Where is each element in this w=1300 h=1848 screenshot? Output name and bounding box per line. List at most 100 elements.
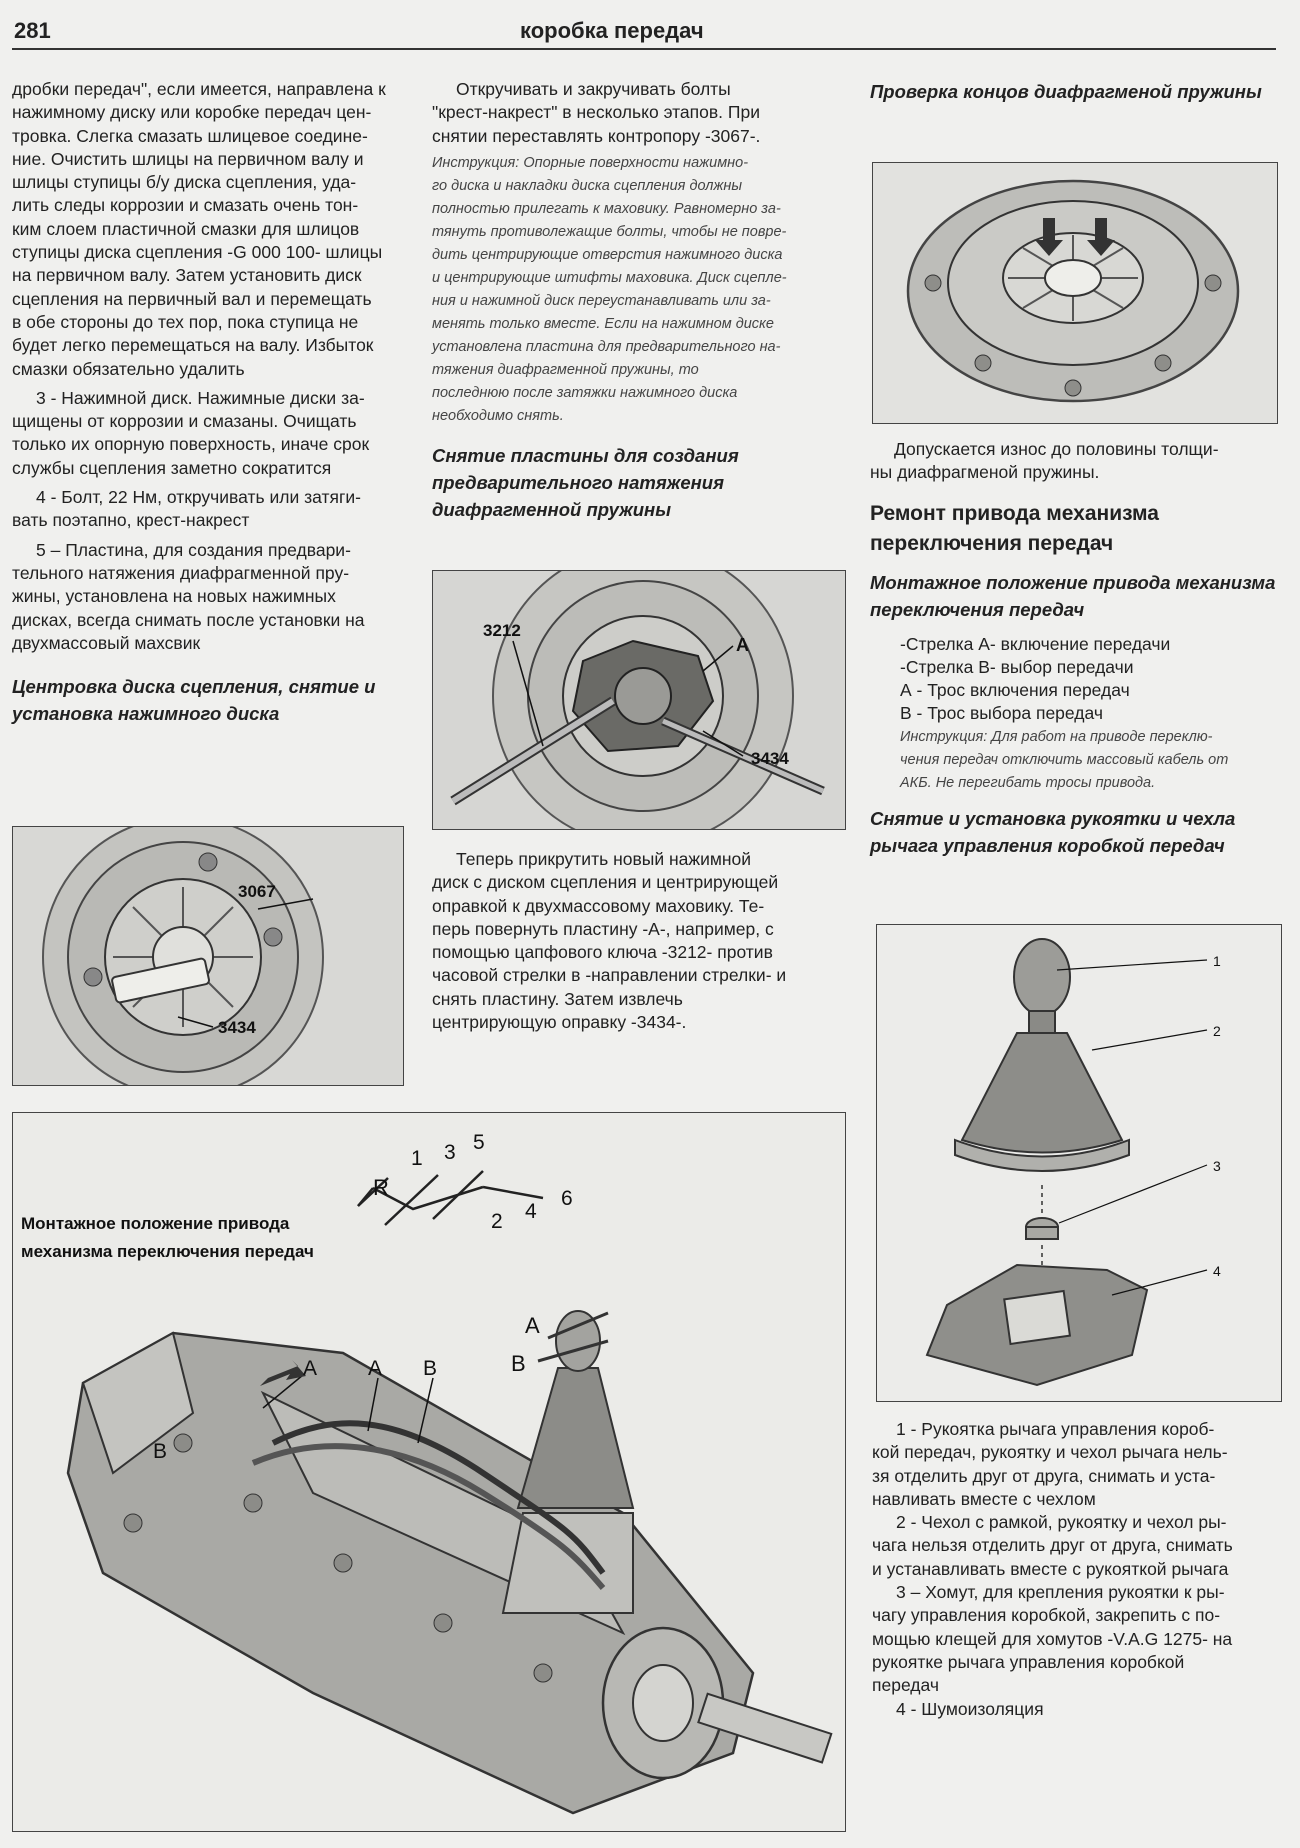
text-line: 4 - Шумоизоляция	[896, 1698, 1044, 1719]
shift-pattern-4: 4	[525, 1200, 537, 1223]
text-line: службы сцепления заметно сократится	[12, 457, 332, 478]
note-line: полностью прилегать к маховику. Равномер…	[432, 200, 781, 217]
page-number: 281	[14, 18, 51, 43]
text-line: жины, установлена на новых нажимных	[12, 586, 336, 607]
note-line: дить центрирующие отверстия нажимного ди…	[432, 246, 783, 263]
section-heading-diaphragm-check: Проверка концов диафрагменой пружины	[870, 81, 1262, 102]
text-line: снятии переставлять контропору -3067-.	[432, 125, 761, 146]
note-line: ния и нажимной диск переустанавливать ил…	[432, 292, 771, 309]
note-line: тяжения диафрагменной пружины, то	[432, 361, 699, 378]
text-line: снять пластину. Затем извлечь	[432, 988, 683, 1009]
legend-item: В - Трос выбора передач	[900, 703, 1103, 724]
part-description: 2 - Чехол с рамкой, рукоятку и чехол ры-…	[872, 1511, 1282, 1581]
arrow-legend-list: -Стрелка А- включение передачи-Стрелка В…	[870, 633, 1282, 726]
arrow-label-b: B	[511, 1351, 526, 1376]
text-line: рукоятке рычага управления коробкой	[872, 1651, 1185, 1672]
column-left: дробки передач", если имеется, направлен…	[12, 78, 402, 737]
text-line: вать поэтапно, крест-накрест	[12, 510, 250, 531]
text-line: дисках, всегда снимать после установки н…	[12, 609, 365, 630]
note-line: Инструкция: Для работ на приводе переклю…	[900, 728, 1213, 745]
part-description: 1 - Рукоятка рычага управления короб-кой…	[872, 1418, 1282, 1511]
tool-label-3212: 3212	[483, 621, 521, 640]
text-line: чага нельзя отделить друг от друга, сним…	[872, 1535, 1233, 1556]
text-line: щищены от коррозии и смазаны. Очищать	[12, 411, 357, 432]
text-line: 3 - Нажимной диск. Нажимные диски за-	[36, 387, 365, 408]
page-header-title: коробка передач	[520, 18, 704, 43]
note-line: менять только вместе. Если на нажимном д…	[432, 315, 774, 332]
note-line: установлена пластина для предварительног…	[432, 338, 781, 355]
section-heading-centering: Центровка диска сцепления, снятие и уста…	[12, 676, 376, 725]
shift-pattern-r: R	[373, 1175, 389, 1200]
shift-pattern-2: 2	[491, 1210, 503, 1233]
text-line: 3 – Хомут, для крепления рукоятки к ры-	[896, 1582, 1225, 1603]
text-line: шлицы ступицы б/у диска сцепления, уда-	[12, 172, 357, 193]
text-line: двухмассовый махсвик	[12, 632, 201, 653]
instruction-note-clutch: Инструкция: Опорные поверхности нажимно-…	[432, 152, 844, 428]
part-label-2: 2	[1213, 1023, 1221, 1039]
text-line: кой передач, рукоятку и чехол рычага нел…	[872, 1442, 1228, 1463]
note-line: чения передач отключить массовый кабель …	[900, 751, 1229, 768]
shift-pattern-1: 1	[411, 1147, 423, 1170]
text-line: тровка. Слегка смазать шлицевое соедине-	[12, 125, 368, 146]
paragraph-bolts: Откручивать и закручивать болты "крест-на…	[432, 78, 844, 148]
paragraph-plate: 5 – Пластина, для создания предвари-тель…	[12, 539, 402, 655]
note-line: тянуть противолежащие болты, чтобы не по…	[432, 223, 787, 240]
shift-pattern-5: 5	[473, 1131, 485, 1154]
text-line: мощью клещей для хомутов -V.A.G 1275- на	[872, 1628, 1233, 1649]
paragraph-pressure-plate: 3 - Нажимной диск. Нажимные диски за-щищ…	[12, 387, 402, 480]
paragraph-install-pressure-plate: Теперь прикрутить новый нажимной диск с д…	[432, 848, 844, 1034]
section-heading-plate-removal: Снятие пластины для создания предварител…	[432, 444, 739, 520]
text-line: Теперь прикрутить новый нажимной	[456, 849, 752, 869]
tool-label-3067: 3067	[238, 882, 276, 901]
column-middle-lower: Теперь прикрутить новый нажимной диск с д…	[432, 848, 844, 1034]
shift-pattern-3: 3	[444, 1141, 456, 1164]
note-line: последнюю после затяжки нажимного диска	[432, 384, 738, 401]
clutch-centering-figure: 3067 3434	[12, 826, 404, 1086]
text-line: диск с диском сцепления и центрирующей	[432, 872, 779, 893]
text-line: на первичном валу. Затем установить диск	[12, 265, 362, 286]
note-line: и центрирующие штифты маховика. Диск сце…	[432, 269, 787, 286]
text-line: ступицы диска сцепления -G 000 100- шлиц…	[12, 242, 383, 263]
shift-knob-exploded-figure: 1 2 3 4	[876, 924, 1282, 1402]
column-right: Допускается износ до половины толщи-ны д…	[870, 438, 1282, 869]
text-line: ким слоем пластичной смазки для шлицов	[12, 218, 360, 239]
plate-label-a: A	[736, 635, 749, 655]
paragraph-centering: дробки передач", если имеется, направлен…	[12, 78, 402, 381]
text-line: оправкой к двухмассовому маховику. Те-	[432, 895, 765, 916]
text-line: ны диафрагменой пружины.	[870, 462, 1100, 483]
arrow-label-a: A	[525, 1313, 540, 1338]
text-line: Откручивать и закручивать болты	[456, 79, 731, 99]
text-line: лить следы коррозии и смазать очень тон-	[12, 195, 359, 216]
note-line: го диска и накладки диска сцепления долж…	[432, 177, 743, 194]
text-line: "крест-накрест" в несколько этапов. При	[432, 102, 760, 123]
text-line: чагу управления коробкой, закрепить с по…	[872, 1605, 1221, 1626]
section-heading-knob-removal: Снятие и установка рукоятки и чехла рыча…	[870, 807, 1236, 856]
text-line: нажимному диску или коробке передач цен-	[12, 102, 372, 123]
note-line: необходимо снять.	[432, 407, 564, 424]
paragraph-bolt: 4 - Болт, 22 Нм, откручивать или затяги-…	[12, 486, 402, 533]
text-line: сцепления на первичный вал и перемещать	[12, 288, 372, 309]
text-line: дробки передач", если имеется, направлен…	[12, 79, 386, 99]
text-line: помощью цапфового ключа -3212- против	[432, 942, 773, 963]
text-line: будет легко перемещаться на валу. Избыто…	[12, 335, 374, 356]
tool-label-3434: 3434	[218, 1018, 256, 1037]
column-right-top: Проверка концов диафрагменой пружины	[870, 78, 1282, 115]
shift-pattern-6: 6	[561, 1187, 573, 1210]
part-description: 4 - Шумоизоляция	[872, 1698, 1282, 1721]
cable-label-b-left: B	[153, 1440, 167, 1463]
tool-label-3434: 3434	[751, 749, 789, 768]
note-line: АКБ. Не перегибать тросы привода.	[900, 774, 1156, 791]
column-middle: Откручивать и закручивать болты "крест-на…	[432, 78, 844, 533]
text-line: только их опорную поверхность, иначе сро…	[12, 434, 370, 455]
column-right-items: 1 - Рукоятка рычага управления короб-кой…	[872, 1418, 1282, 1721]
part-label-3: 3	[1213, 1158, 1221, 1174]
note-line: Инструкция: Опорные поверхности нажимно-	[432, 154, 749, 171]
figure-caption-line1: Монтажное положение привода	[21, 1214, 290, 1233]
text-line: Допускается износ до половины толщи-	[894, 439, 1219, 459]
text-line: 5 – Пластина, для создания предвари-	[36, 539, 351, 560]
pretension-plate-figure: 3212 A 3434	[432, 570, 846, 830]
figure-caption-line2: механизма переключения передач	[21, 1242, 314, 1261]
text-line: 1 - Рукоятка рычага управления короб-	[896, 1419, 1215, 1439]
part-label-1: 1	[1213, 953, 1221, 969]
